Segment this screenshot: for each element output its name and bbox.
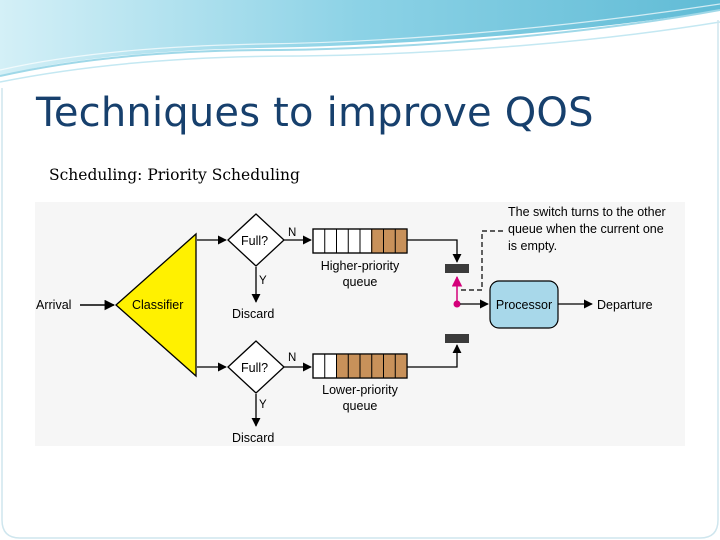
high-priority-queue-label-line2: queue	[343, 275, 378, 289]
classifier-label: Classifier	[132, 298, 183, 312]
no-label-bottom: N	[288, 352, 296, 364]
slide-subtitle: Scheduling: Priority Scheduling	[49, 166, 300, 184]
departure-label: Departure	[597, 298, 653, 312]
header-wave-decoration	[0, 0, 720, 83]
discard-bottom-label: Discard	[232, 431, 274, 445]
full-check-bottom-label: Full?	[241, 361, 268, 375]
high-priority-queue-label-line1: Higher-priority	[321, 259, 400, 273]
classifier-triangle	[115, 232, 197, 378]
no-label-top: N	[288, 227, 296, 239]
note-line3: is empty.	[508, 239, 557, 253]
note-line2: queue when the current one	[508, 222, 664, 236]
yes-label-bottom: Y	[259, 399, 267, 411]
low-priority-queue	[312, 353, 408, 379]
low-queue-to-switch-arrow	[407, 344, 462, 368]
processor-label: Processor	[496, 298, 552, 312]
high-priority-queue	[312, 228, 408, 254]
slide-title: Techniques to improve QOS	[36, 90, 594, 136]
yes-label-top: Y	[259, 275, 267, 287]
full-check-top-label: Full?	[241, 234, 268, 248]
switch-contact-top	[445, 264, 469, 273]
note-line1: The switch turns to the other	[508, 205, 666, 219]
note-connector-dashed	[460, 230, 503, 291]
arrival-label: Arrival	[36, 298, 71, 312]
discard-top-label: Discard	[232, 307, 274, 321]
high-queue-to-switch-arrow	[407, 239, 462, 263]
low-priority-queue-label-line1: Lower-priority	[322, 383, 398, 397]
switch-contact-bottom	[445, 334, 469, 343]
switch-pivot	[453, 300, 461, 308]
low-priority-queue-label-line2: queue	[343, 399, 378, 413]
